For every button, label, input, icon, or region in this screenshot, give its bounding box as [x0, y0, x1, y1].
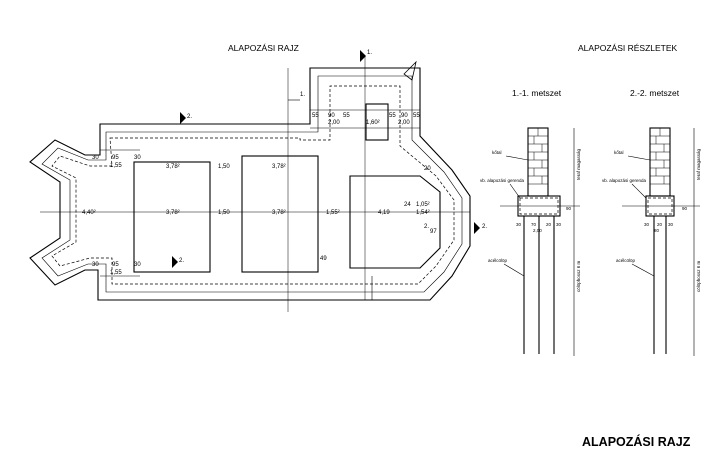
section-2-dim-0: 30 — [644, 222, 650, 227]
section-2-dim-3: 90 — [682, 206, 688, 211]
section-2-label-depth: cölöphossz 6 m — [696, 260, 701, 292]
svg-text:2.: 2. — [482, 224, 487, 230]
dim-d97: 97 — [430, 229, 437, 235]
svg-text:1.: 1. — [367, 50, 372, 56]
dim-d440: 4,40² — [82, 210, 96, 216]
dim-d90-b: 90 — [401, 113, 408, 119]
svg-text:2.: 2. — [179, 258, 184, 264]
dim-d49: 49 — [320, 256, 327, 262]
section-1-label-height: teraf magasság — [576, 148, 581, 180]
section-2-title: 2.-2. metszet — [630, 88, 680, 98]
section-marker-2-apse: 2. — [424, 224, 429, 230]
dim-d30-d: 30 — [134, 262, 141, 268]
section-1-label-depth: cölöphossz 6 m — [576, 260, 581, 292]
section-marker-1-left: 1. — [300, 92, 305, 98]
section-2-dim-4: 80 — [654, 228, 660, 233]
dim-d419: 4,19 — [378, 210, 390, 216]
svg-text:2.: 2. — [424, 224, 429, 230]
dimension-ticks — [100, 99, 420, 300]
section-1-dim-5: 90 — [566, 206, 572, 211]
section-1-label-beam: vb. alapozási gerenda — [480, 178, 525, 183]
dim-d200-a: 2,00 — [328, 120, 340, 126]
dim-d155-a: 1,55 — [110, 163, 122, 169]
dim-d55-b: 55 — [343, 113, 350, 119]
section-1-label-kotal: kőtal — [492, 150, 502, 155]
section-2-label-height: teraf magasság — [696, 148, 701, 180]
dim-d105: 1,05² — [416, 202, 430, 208]
section-1-dim-0: 30 — [516, 222, 522, 227]
dim-d154: 1,54² — [416, 210, 430, 216]
section-2-brick-pattern — [650, 128, 670, 185]
svg-text:2.: 2. — [187, 114, 192, 120]
dim-d55-c: 55 — [389, 113, 396, 119]
details-title: ALAPOZÁSI RÉSZLETEK — [578, 43, 678, 53]
section-2-label-pile: acélcölöp — [616, 258, 636, 263]
foundation-plan: ALAPOZÁSI RAJZ 30 95 1,55 30 3,78² 1,50 … — [29, 43, 487, 312]
dim-d24: 24 — [404, 202, 411, 208]
tower-core — [365, 103, 389, 141]
dim-d378-a: 3,78² — [166, 164, 180, 170]
section-2-label-beam: vb. alapozási gerenda — [602, 178, 647, 183]
section-1-dim-3: 30 — [556, 222, 562, 227]
section-1-title: 1.-1. metszet — [512, 88, 562, 98]
section-1-brick-pattern — [528, 128, 548, 185]
dim-d155-b: 1,55 — [110, 270, 122, 276]
dim-d30-b: 30 — [134, 155, 141, 161]
plan-title: ALAPOZÁSI RAJZ — [228, 43, 299, 53]
section-2-brick-wall — [649, 127, 671, 197]
section-1-dim-2: 20 — [546, 222, 552, 227]
section-marker-2-top: 2. — [180, 112, 192, 124]
dim-d90-a: 90 — [328, 113, 335, 119]
plan-inner-wall — [41, 75, 463, 293]
dim-d95-a: 95 — [112, 155, 119, 161]
section-2-2: 2.-2. metszet kőtal vb. alapozási gerend… — [602, 88, 701, 356]
dim-d378-c: 3,78² — [166, 210, 180, 216]
dim-d150-b: 1,50 — [218, 210, 230, 216]
section-1-1: 1.-1. metszet kőtal vb. alapozási gerend… — [480, 88, 581, 356]
dim-d160: 1,60² — [366, 120, 380, 126]
section-1-dim-1: 70 — [531, 222, 537, 227]
section-marker-2-bottom: 2. — [172, 256, 184, 268]
apse-room — [349, 175, 441, 269]
dim-d55-a: 55 — [312, 113, 319, 119]
room-2 — [241, 155, 319, 273]
section-1-dim-4: 2,00 — [533, 228, 542, 233]
plan-footing-outline — [51, 85, 455, 285]
dim-d30-a: 30 — [92, 155, 99, 161]
dim-d200-b: 2,00 — [398, 120, 410, 126]
dim-d55-d: 55 — [413, 113, 420, 119]
section-2-dim-1: 20 — [657, 222, 663, 227]
room-1 — [133, 161, 211, 273]
dim-d378-b: 3,78² — [272, 164, 286, 170]
dim-d150-a: 1,50 — [218, 164, 230, 170]
section-marker-1-top: 1. — [360, 50, 372, 62]
section-2-label-kotal: kőtal — [614, 150, 624, 155]
north-arrow-icon — [403, 60, 417, 81]
dim-d378-d: 3,78² — [272, 210, 286, 216]
dim-d95-b: 95 — [112, 262, 119, 268]
section-2-dim-2: 30 — [668, 222, 674, 227]
dim-d155b: 1,55² — [326, 210, 340, 216]
dim-d20: 20 — [424, 166, 431, 172]
plan-outer-wall — [29, 67, 471, 301]
section-1-label-pile: acélcölöp — [488, 258, 508, 263]
sheet-title: ALAPOZÁSI RAJZ — [582, 434, 691, 449]
section-marker-2-right: 2. — [474, 222, 487, 234]
dim-d30-c: 30 — [92, 262, 99, 268]
section-1-brick-wall — [527, 127, 549, 197]
svg-text:1.: 1. — [300, 92, 305, 98]
